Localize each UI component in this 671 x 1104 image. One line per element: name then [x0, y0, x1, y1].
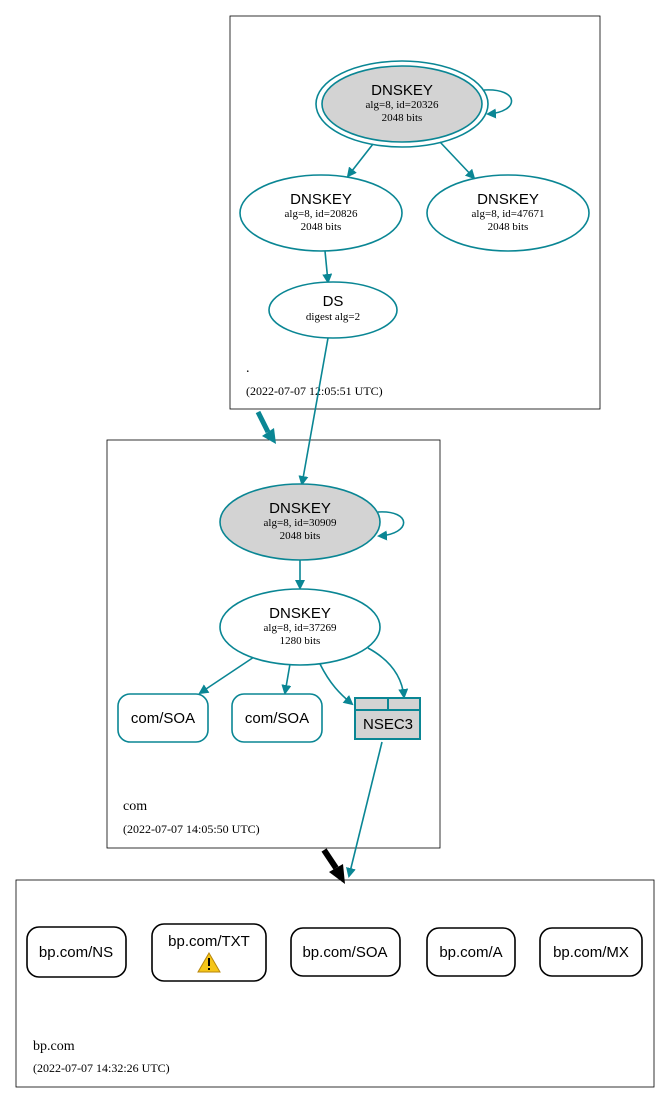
com-soa-label-2: com/SOA	[245, 710, 309, 727]
com-zsk-alg: alg=8, id=37269	[264, 622, 337, 634]
com-zsk-node: DNSKEY alg=8, id=37269 1280 bits	[219, 588, 381, 666]
root-zsk1-bits: 2048 bits	[301, 221, 342, 233]
zone-timestamp-root: (2022-07-07 12:05:51 UTC)	[246, 384, 383, 398]
root-zsk1-title: DNSKEY	[290, 191, 352, 208]
root-ksk-title: DNSKEY	[371, 82, 433, 99]
com-ksk-title: DNSKEY	[269, 500, 331, 517]
zone-name-bp: bp.com	[33, 1039, 75, 1054]
edge-com-zsk-to-nsec3-b	[367, 647, 409, 699]
edge-nsec3-to-bp	[346, 741, 383, 878]
zone-box-root	[229, 15, 601, 410]
root-ksk-alg: alg=8, id=20326	[366, 99, 439, 111]
root-zsk2-node: DNSKEY alg=8, id=47671 2048 bits	[426, 174, 590, 252]
edge-root-ksk-self	[483, 89, 513, 119]
root-zsk2-alg: alg=8, id=47671	[472, 208, 545, 220]
zone-box-bp	[15, 879, 655, 1088]
zone-timestamp-com: (2022-07-07 14:05:50 UTC)	[123, 822, 260, 836]
bp-soa-node: bp.com/SOA	[290, 927, 401, 977]
bp-a-node: bp.com/A	[426, 927, 516, 977]
bp-soa-label: bp.com/SOA	[302, 944, 387, 961]
edge-root-zsk1-to-ds	[322, 250, 333, 284]
warning-triangle-icon	[197, 952, 221, 973]
com-ksk-alg: alg=8, id=30909	[264, 517, 337, 529]
root-zsk1-node: DNSKEY alg=8, id=20826 2048 bits	[239, 174, 403, 252]
edge-root-ksk-to-zsk1	[346, 143, 374, 178]
com-ds-digest: digest alg=2	[306, 311, 360, 323]
com-ds-title: DS	[323, 293, 344, 310]
edge-root-ksk-to-zsk2	[439, 141, 476, 180]
delegation-arrow-root-com	[255, 410, 276, 444]
com-soa-node-1: com/SOA	[117, 693, 209, 743]
edge-com-zsk-to-nsec3-a	[319, 663, 354, 706]
delegation-arrow-com-bp	[321, 848, 345, 884]
edge-ds-to-com-ksk	[298, 337, 329, 486]
bp-mx-node: bp.com/MX	[539, 927, 643, 977]
zone-name-root: .	[246, 361, 250, 376]
zone-name-com: com	[123, 799, 147, 814]
root-zsk1-alg: alg=8, id=20826	[285, 208, 358, 220]
bp-mx-label: bp.com/MX	[553, 944, 629, 961]
edge-com-zsk-to-soa2	[281, 663, 292, 695]
com-soa-node-2: com/SOA	[231, 693, 323, 743]
com-nsec3-node: NSEC3	[354, 697, 421, 740]
com-ksk-bits: 2048 bits	[280, 530, 321, 542]
root-ksk-node: DNSKEY alg=8, id=20326 2048 bits	[315, 60, 489, 148]
bp-a-label: bp.com/A	[439, 944, 502, 961]
edge-com-ksk-self	[377, 511, 405, 541]
root-ksk-bits: 2048 bits	[382, 112, 423, 124]
com-ksk-node: DNSKEY alg=8, id=30909 2048 bits	[219, 483, 381, 561]
bp-ns-node: bp.com/NS	[26, 926, 127, 978]
root-zsk2-title: DNSKEY	[477, 191, 539, 208]
bp-txt-node: bp.com/TXT	[151, 923, 267, 982]
com-nsec3-label: NSEC3	[363, 716, 413, 733]
com-soa-label-1: com/SOA	[131, 710, 195, 727]
root-zsk2-bits: 2048 bits	[488, 221, 529, 233]
com-zsk-bits: 1280 bits	[280, 635, 321, 647]
zone-timestamp-bp: (2022-07-07 14:32:26 UTC)	[33, 1061, 170, 1075]
bp-txt-label: bp.com/TXT	[168, 933, 250, 950]
bp-ns-label: bp.com/NS	[39, 944, 113, 961]
com-ds-node: DS digest alg=2	[268, 281, 398, 339]
edge-com-zsk-to-soa1	[198, 656, 255, 695]
com-zsk-title: DNSKEY	[269, 605, 331, 622]
